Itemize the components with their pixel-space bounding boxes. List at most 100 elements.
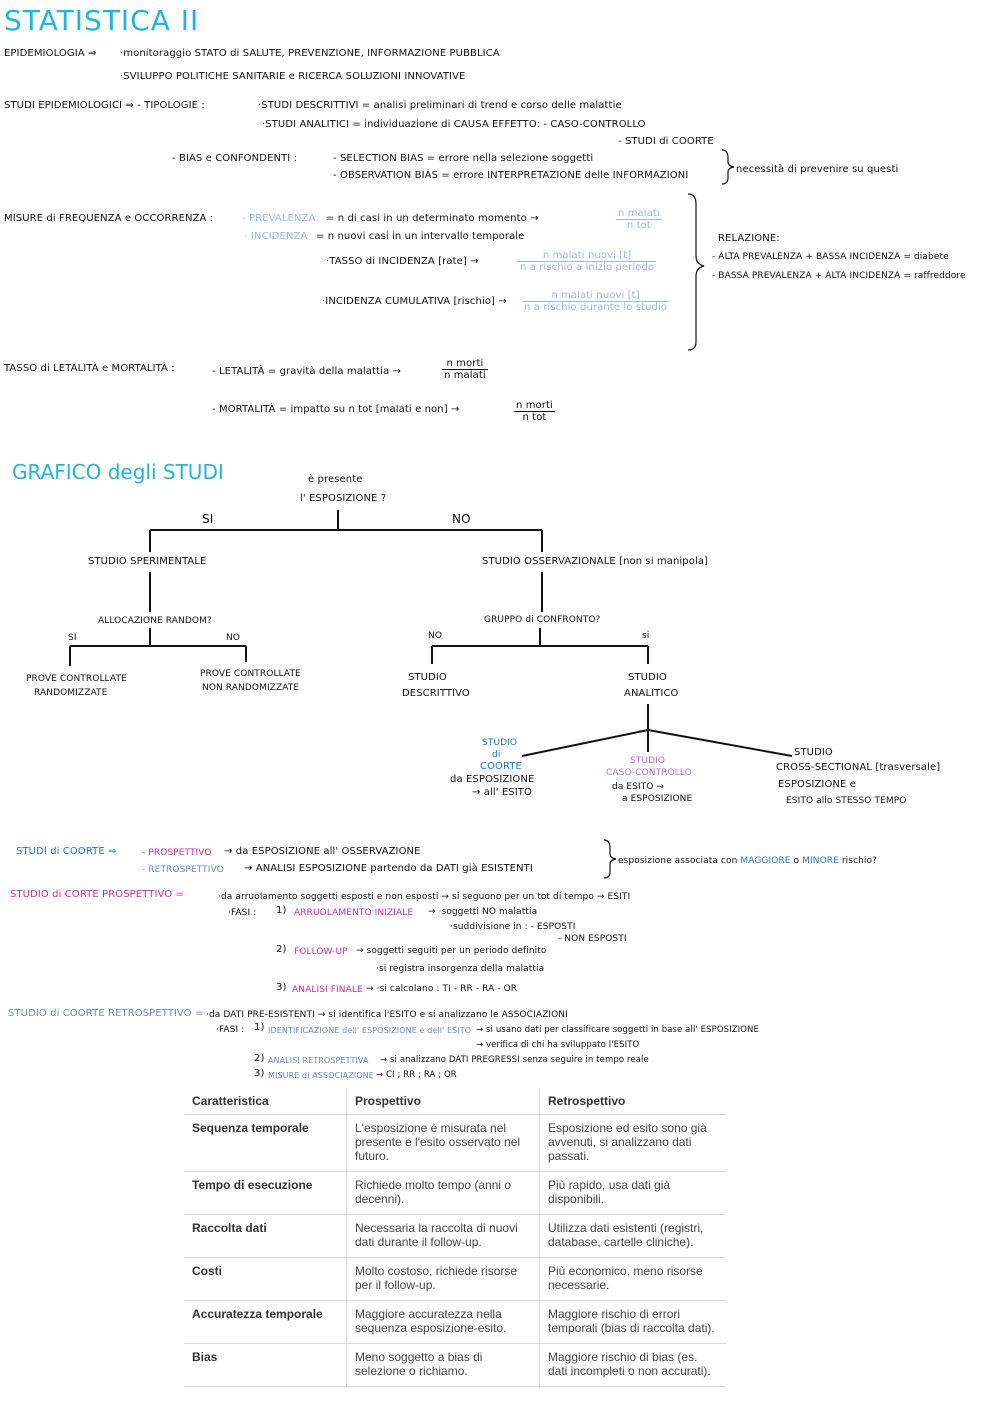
gruppo-no: NO [428,631,443,641]
table-cell: Più economico, meno risorse necessarie. [539,1257,726,1301]
table-cell: Maggiore rischio di errori temporali (bi… [539,1300,726,1344]
prevalenza-num: n malati [616,208,662,220]
coorte-node-1: STUDIO [482,738,518,748]
table-cell: Accuratezza temporale [184,1300,347,1344]
retrospettivo-f1-num: 1) [254,1022,265,1033]
prevalenza-def: = n di casi in un determinato momento → [326,213,539,224]
letalita-den: n malati [444,370,486,381]
table-cell: Maggiore rischio di bias (es. dati incom… [539,1343,726,1387]
allocazione-si: SI [68,633,77,643]
retrospettivo-f3-name: MISURE di ASSOCIAZIONE [268,1071,374,1080]
observation-bias: - OBSERVATION BIAS = errore INTERPRETAZI… [333,170,689,181]
prevalenza-den: n tot [626,220,651,231]
studi-coorte: - STUDI di COORTE [618,136,714,147]
table-cell: Maggiore accuratezza nella sequenza espo… [346,1300,540,1344]
cross-sectional-node-3: ESPOSIZIONE e [778,779,856,790]
coorte-node-5: → all' ESITO [472,787,532,798]
table-row: Raccolta dati Necessaria la raccolta di … [184,1214,726,1258]
retrospettivo-f1-name: IDENTIFICAZIONE dell' ESPOSIZIONE e dell… [268,1026,472,1035]
table-cell: Bias [184,1343,347,1387]
letalita-def: - LETALITÀ = gravità della malattia → [212,366,401,377]
retrospettivo-def: → ANALISI ESPOSIZIONE partendo da DATI g… [244,863,533,874]
header-retrospettivo: Retrospettivo [539,1088,726,1115]
cumulativa-num: n malati nuovi [t] [522,290,670,302]
retrospettivo-f2-name: ANALISI RETROSPETTIVA [268,1056,369,1065]
prospettivo-def: → da ESPOSIZIONE all' OSSERVAZIONE [224,846,421,857]
bias-label: - BIAS e CONFONDENTI : [172,153,298,164]
mortalita-num: n morti [514,400,555,412]
caso-controllo-node-4: a ESPOSIZIONE [622,794,693,804]
tasso-fraction: n malati nuovi [t]n a rischio a inizio p… [518,250,657,273]
relazione-2: - BASSA PREVALENZA + ALTA INCIDENZA = ra… [712,271,966,281]
retrospettivo-fasi: ·FASI : [216,1025,245,1035]
coorte-question: esposizione associata con MAGGIORE o MIN… [618,856,877,866]
incidenza-def: = n nuovi casi in un intervallo temporal… [316,231,525,242]
table-cell: Utilizza dati esistenti (registri, datab… [539,1214,726,1258]
prospettivo-f3-a: → ·si calcolano : TI - RR - RA - OR [366,984,518,994]
retrospettivo-f1-a: → si usano dati per classificare soggett… [476,1025,759,1035]
prove-randomizzate-1: PROVE CONTROLLATE [26,674,127,684]
prospettivo-f3-num: 3) [276,982,287,993]
prospettivo-f3-name: ANALISI FINALE [292,985,363,995]
retrospettivo-f1-b: → verifica di chi ha sviluppato l'ESITO [476,1040,640,1050]
prospettivo-f2-a: → soggetti seguiti per un periodo defini… [356,946,547,956]
branch-no: NO [452,512,471,526]
prospettivo-f1-a: → ·soggetti NO malattia [428,907,538,917]
table-cell: Raccolta dati [184,1214,347,1258]
table-cell: Richiede molto tempo (anni o decenni). [346,1171,540,1215]
tasso-num: n malati nuovi [t] [518,250,657,262]
tasso-den: n a rischio a inizio periodo [520,262,655,273]
studio-descrittivo-2: DESCRITTIVO [402,688,470,699]
studio-descrittivo-1: STUDIO [408,672,447,683]
table-cell: Più rapido, usa dati già disponibili. [539,1171,726,1215]
header-caratteristica: Caratteristica [184,1088,347,1115]
prospettivo-f2-num: 2) [276,944,287,955]
prospettivo-def-line: ·da arruolamento soggetti esposti e non … [218,892,631,902]
header-prospettivo: Prospettivo [346,1088,540,1115]
letalita-label: TASSO di LETALITÀ e MORTALITÀ : [4,363,175,374]
epidemiologia-label: EPIDEMIOLOGIA ⇒ [4,48,97,59]
coorte-node-4: da ESPOSIZIONE [450,774,535,785]
gruppo-confronto: GRUPPO di CONFRONTO? [484,615,601,625]
prospettivo-f1-b: ·suddivisione in : - ESPOSTI [450,922,576,932]
retrospettivo-title: STUDIO di COORTE RETROSPETTIVO = [8,1008,204,1019]
prospettivo-name: - PROSPETTIVO [142,848,212,858]
letalita-num: n morti [442,358,488,370]
table-header-row: Caratteristica Prospettivo Retrospettivo [184,1088,726,1115]
table-cell: L'esposizione è misurata nel presente e … [346,1114,540,1172]
prospettivo-f1-num: 1) [276,905,287,916]
root-question-1: è presente [308,474,363,485]
mortalita-def: - MORTALITÀ = impatto su n tot [malati e… [212,404,460,415]
relazione-1: - ALTA PREVALENZA + BASSA INCIDENZA = di… [712,252,949,262]
coorte-question-o: o [793,856,800,866]
coorte-question-maggiore: MAGGIORE [740,856,791,866]
table-cell: Costi [184,1257,347,1301]
prospettivo-f2-b: ·si registra insorgenza della malattia [376,964,545,974]
branch-si: SI [202,512,214,526]
table-cell: Meno soggetto a bias di selezione o rich… [346,1343,540,1387]
table-row: Tempo di esecuzione Richiede molto tempo… [184,1171,726,1215]
studi-coorte-label: STUDI di COORTE ⇒ [16,846,117,857]
table-cell: Necessaria la raccolta di nuovi dati dur… [346,1214,540,1258]
table-row: Sequenza temporale L'esposizione è misur… [184,1114,726,1172]
table-cell: Tempo di esecuzione [184,1171,347,1215]
retrospettivo-f2-num: 2) [254,1053,265,1064]
epidemiologia-line-1: ·monitoraggio STATO di SALUTE, PREVENZIO… [120,48,500,59]
root-question-2: l' ESPOSIZIONE ? [300,493,387,504]
retrospettivo-def-line: ·da DATI PRE-ESISTENTI → si identifica l… [206,1010,568,1020]
cumulativa-fraction: n malati nuovi [t]n a rischio durante lo… [522,290,670,313]
cross-sectional-node-1: STUDIO [794,747,833,758]
relazione-title: RELAZIONE: [718,233,780,244]
caso-controllo-node-2: CASO-CONTROLLO [606,768,692,778]
prospettivo-title: STUDIO di CORTE PROSPETTIVO = [10,889,184,900]
studi-analitici: ·STUDI ANALITICI = individuazione di CAU… [262,119,646,130]
studio-analitico-1: STUDIO [628,672,667,683]
prove-non-randomizzate-1: PROVE CONTROLLATE [200,669,301,679]
table-cell: Molto costoso, richiede risorse per il f… [346,1257,540,1301]
prospettivo-f1-name: ARRUOLAMENTO INIZIALE [294,908,414,918]
caso-controllo-node-1: STUDIO [630,756,666,766]
